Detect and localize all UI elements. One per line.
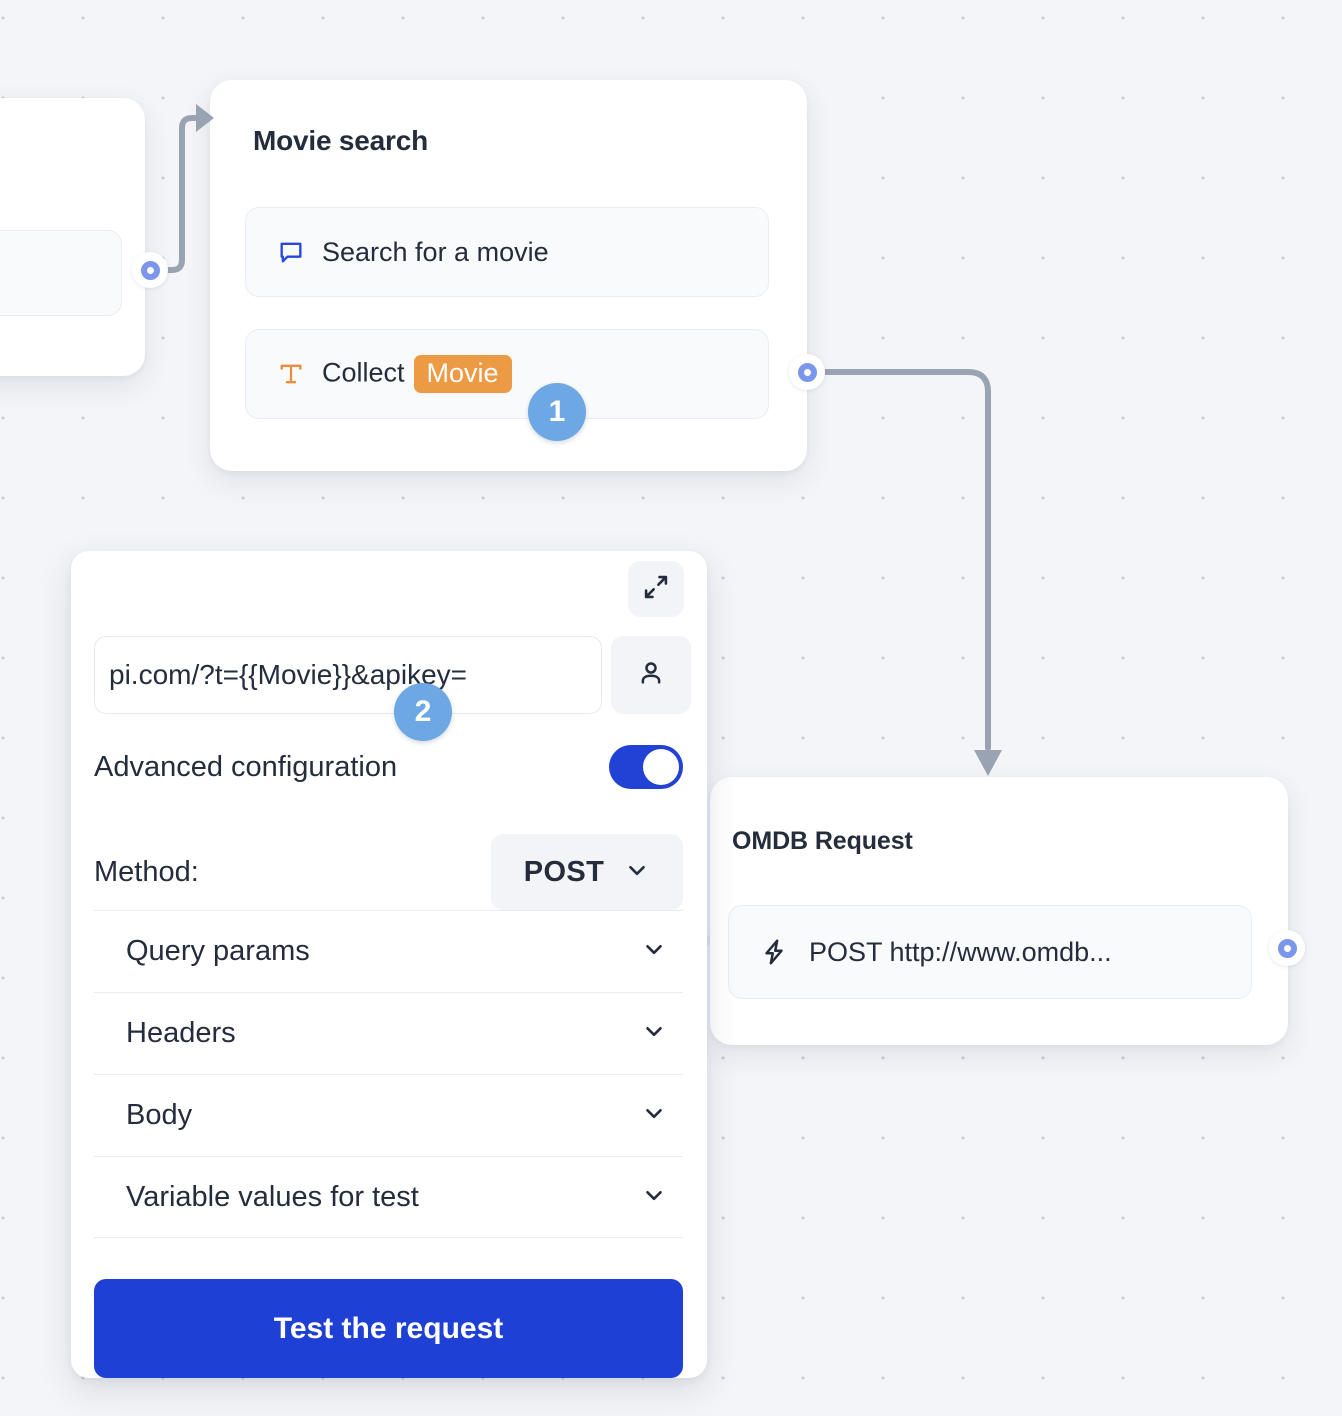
auth-user-button[interactable] [611, 636, 691, 714]
method-row: Method: POST [94, 834, 683, 910]
step-label-search: Search for a movie [322, 236, 549, 267]
person-icon [636, 658, 666, 693]
advanced-configuration-label: Advanced configuration [94, 750, 398, 783]
connector-port-movie-search-output[interactable] [789, 354, 825, 390]
step-marker-1[interactable]: 1 [528, 383, 586, 441]
accordion-item-headers[interactable]: Headers [94, 992, 683, 1074]
partial-card-offscreen[interactable] [0, 98, 145, 376]
partial-card-step-row[interactable] [0, 230, 122, 316]
chevron-down-icon [641, 1100, 667, 1131]
accordion-item-query-params[interactable]: Query params [94, 910, 683, 992]
chevron-down-icon [641, 1182, 667, 1213]
advanced-configuration-toggle[interactable] [609, 745, 683, 789]
expand-diagonal-icon [642, 573, 670, 606]
omdb-request-title: OMDB Request [732, 827, 913, 855]
method-select[interactable]: POST [491, 834, 683, 910]
chevron-down-icon [641, 1018, 667, 1049]
accordion-label-query-params: Query params [126, 935, 310, 967]
movie-search-title: Movie search [253, 125, 429, 156]
chat-bubble-icon [276, 237, 306, 267]
step-row-post-request[interactable]: POST http://www.omdb... [728, 905, 1252, 999]
connector-port-left-card[interactable] [132, 252, 168, 288]
accordion-item-variable-values-for-test[interactable]: Variable values for test [94, 1156, 683, 1238]
accordion-label-body: Body [126, 1099, 193, 1131]
connector-port-omdb-output[interactable] [1269, 930, 1305, 966]
variable-chip-movie[interactable]: Movie [413, 354, 512, 394]
accordion-label-headers: Headers [126, 1017, 236, 1049]
text-type-icon [276, 359, 306, 389]
test-the-request-button[interactable]: Test the request [94, 1279, 683, 1378]
chevron-down-icon [641, 936, 667, 967]
step-marker-2[interactable]: 2 [394, 683, 452, 741]
method-value: POST [523, 855, 605, 888]
lightning-bolt-icon [759, 937, 789, 967]
step-row-collect-movie[interactable]: Collect Movie [245, 329, 769, 419]
step-label-collect: Collect Movie [322, 354, 512, 394]
collect-text: Collect [322, 357, 405, 388]
request-url-input[interactable] [94, 636, 602, 714]
node-card-omdb-request[interactable]: OMDB Request POST http://www.omdb... [710, 777, 1288, 1045]
request-config-accordion: Query params Headers Body [94, 910, 683, 1238]
url-row [94, 636, 691, 714]
accordion-item-body[interactable]: Body [94, 1074, 683, 1156]
advanced-configuration-row: Advanced configuration [94, 741, 683, 793]
chevron-down-icon [624, 857, 650, 888]
accordion-label-variable-values: Variable values for test [126, 1180, 419, 1213]
method-label: Method: [94, 855, 199, 888]
request-config-panel[interactable]: Advanced configuration Method: POST Quer… [71, 551, 707, 1378]
node-card-movie-search[interactable]: Movie search Search for a movie Collect M… [210, 80, 807, 471]
omdb-step-label: POST http://www.omdb... [809, 936, 1112, 967]
step-row-search-for-a-movie[interactable]: Search for a movie [245, 207, 769, 297]
expand-panel-button[interactable] [628, 561, 684, 617]
